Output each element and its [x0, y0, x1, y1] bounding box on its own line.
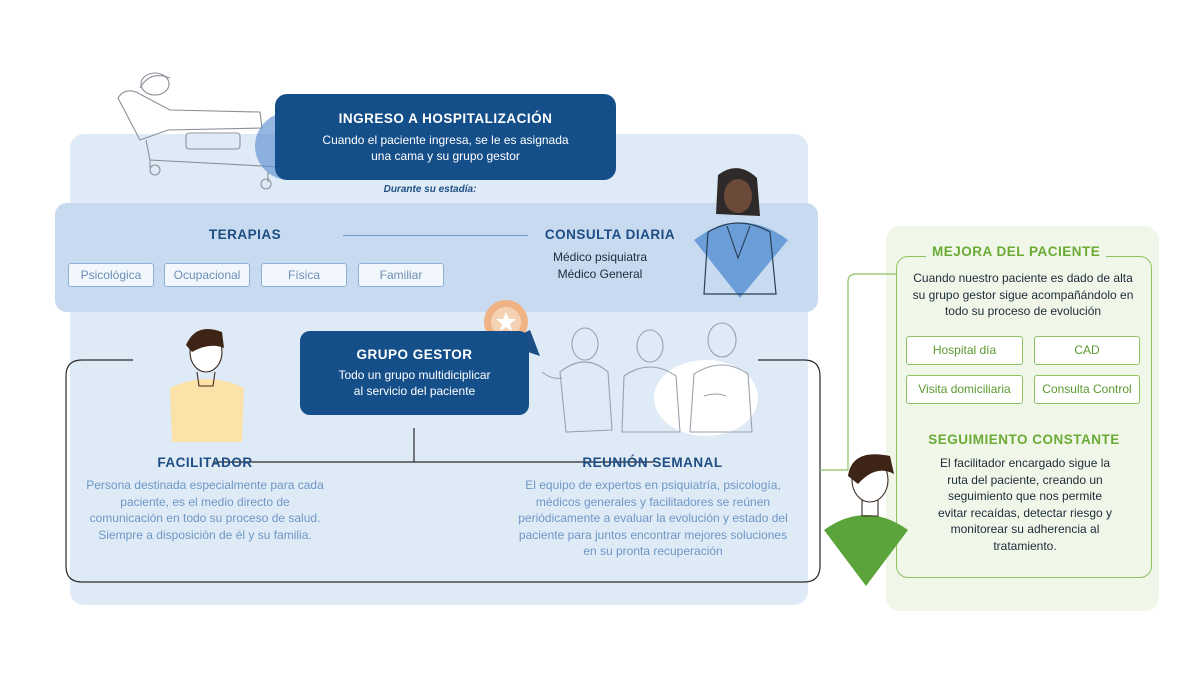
green-facilitator-illustration	[824, 454, 908, 586]
mejora-desc: Cuando nuestro paciente es dado de alta …	[905, 270, 1141, 320]
grupo-branch-line	[214, 428, 654, 463]
mejora-title: MEJORA DEL PACIENTE	[926, 244, 1107, 259]
consulta-line: Médico psiquiatra	[552, 250, 648, 264]
grupo-desc-line: al servicio del paciente	[353, 384, 476, 398]
grupo-desc-line: Todo un grupo multidiciplicar	[338, 368, 491, 382]
seguimiento-line: tratamiento.	[993, 538, 1057, 553]
option-cad: CAD	[1034, 336, 1140, 365]
terapias-consulta-divider	[343, 235, 528, 236]
consulta-details: Médico psiquiatra Médico General	[520, 249, 680, 283]
seguimiento-line: El facilitador encargado sigue la	[939, 456, 1111, 470]
grupo-bracket-line	[65, 359, 821, 583]
grupo-gestor-card: GRUPO GESTOR Todo un grupo multidiciplic…	[300, 331, 529, 415]
mejora-line: su grupo gestor sigue acompañándolo en	[912, 287, 1134, 302]
reunion-title: REUNIÓN SEMANAL	[582, 455, 723, 470]
terapia-chip-familiar: Familiar	[358, 263, 444, 287]
facilitador-line: Persona destinada especialmente para cad…	[86, 478, 324, 492]
grupo-title: GRUPO GESTOR	[356, 347, 473, 362]
seguimiento-line: seguimiento que nos permite	[947, 489, 1103, 503]
durante-label: Durante su estadía:	[383, 184, 477, 195]
mejora-line: Cuando nuestro paciente es dado de alta	[913, 271, 1133, 285]
reunion-desc: El equipo de expertos en psiquiatría, ps…	[512, 477, 794, 560]
reunion-line: médicos generales y facilitadores se reú…	[535, 494, 771, 509]
seguimiento-title: SEGUIMIENTO CONSTANTE	[928, 432, 1120, 447]
facilitador-line: paciente, es el medio directo de	[120, 494, 290, 509]
seguimiento-line: monitorear su adherencia al	[950, 522, 1100, 536]
reunion-line: El equipo de expertos en psiquiatría, ps…	[525, 478, 781, 492]
option-visita-domiciliaria: Visita domiciliaria	[906, 375, 1023, 404]
mejora-line: todo su proceso de evolución	[944, 304, 1102, 318]
seguimiento-desc: El facilitador encargado sigue la ruta d…	[920, 455, 1130, 554]
ingreso-title: INGRESO A HOSPITALIZACIÓN	[338, 111, 553, 126]
green-connector	[820, 273, 896, 471]
reunion-line: periódicamente a evaluar la evolución y …	[518, 511, 788, 525]
ingreso-desc-line: una cama y su grupo gestor	[371, 149, 520, 163]
seguimiento-line: ruta del paciente, creando un	[947, 472, 1103, 487]
consulta-title: CONSULTA DIARIA	[544, 227, 676, 242]
facilitador-desc: Persona destinada especialmente para cad…	[80, 477, 330, 543]
facilitador-title: FACILITADOR	[157, 455, 253, 470]
post-discharge-panel	[886, 226, 1159, 611]
terapia-chip-psicologica: Psicológica	[68, 263, 154, 287]
stay-activities-strip	[55, 203, 818, 312]
ingreso-desc-line: Cuando el paciente ingresa, se le es asi…	[322, 133, 569, 147]
terapia-chip-ocupacional: Ocupacional	[164, 263, 250, 287]
option-consulta-control: Consulta Control	[1034, 375, 1140, 404]
seguimiento-line: evitar recaídas, detectar riesgo y	[937, 505, 1113, 520]
terapias-title: TERAPIAS	[208, 227, 282, 242]
option-hospital-dia: Hospital día	[906, 336, 1023, 365]
facilitador-line: comunicación en todo su proceso de salud…	[89, 511, 321, 525]
consulta-line: Médico General	[557, 267, 643, 281]
facilitador-line: Siempre a disposición de él y su familia…	[98, 527, 312, 542]
team-illustration	[541, 322, 758, 436]
ingreso-card: INGRESO A HOSPITALIZACIÓN Cuando el paci…	[275, 94, 616, 180]
reunion-line: paciente para juntos encontrar mejores s…	[518, 527, 788, 542]
facilitator-illustration	[170, 328, 244, 442]
doctor-illustration	[694, 168, 788, 298]
terapia-chip-fisica: Física	[261, 263, 347, 287]
reunion-line: en su pronta recuperación	[583, 544, 723, 558]
